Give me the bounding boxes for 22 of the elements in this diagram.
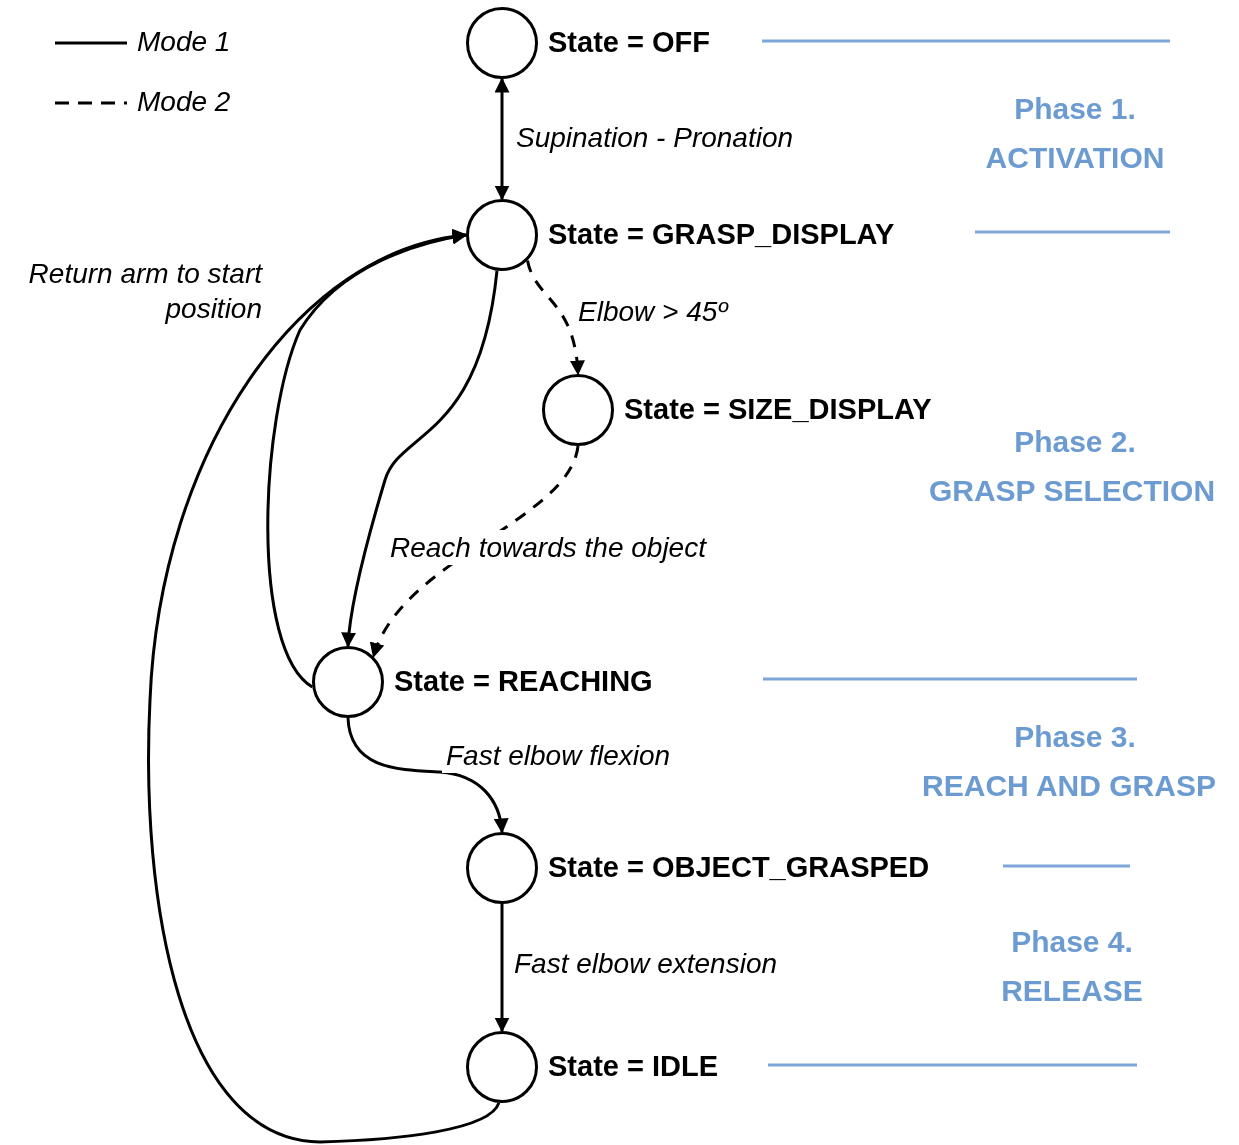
arrow [341, 270, 499, 648]
legend-label: Mode 2 [137, 88, 231, 116]
arrow [494, 904, 510, 1033]
arrow [494, 77, 510, 201]
state-label: State = IDLE [548, 1049, 719, 1085]
phase-label: ACTIVATION [984, 140, 1166, 176]
phase-label: REACH AND GRASP [921, 768, 1217, 804]
state-label: State = OBJECT_GRASPED [548, 850, 930, 886]
state-label: State = OFF [548, 25, 710, 61]
state-label: State = SIZE_DISPLAY [624, 392, 932, 428]
arrow [147, 230, 501, 1144]
state-label: State = GRASP_DISPLAY [548, 217, 895, 253]
arrow [346, 717, 508, 834]
phase-label: Phase 1. [1013, 91, 1137, 127]
phase-label: GRASP SELECTION [927, 473, 1217, 509]
phase-label: RELEASE [1000, 973, 1144, 1009]
phase-label: Phase 2. [1013, 424, 1137, 460]
state-label: State = REACHING [394, 664, 653, 700]
phase-label: Phase 3. [1013, 719, 1137, 755]
dashed-arrow [526, 260, 585, 376]
legend-label: Mode 1 [137, 28, 231, 56]
phase-label: Phase 4. [1010, 924, 1134, 960]
